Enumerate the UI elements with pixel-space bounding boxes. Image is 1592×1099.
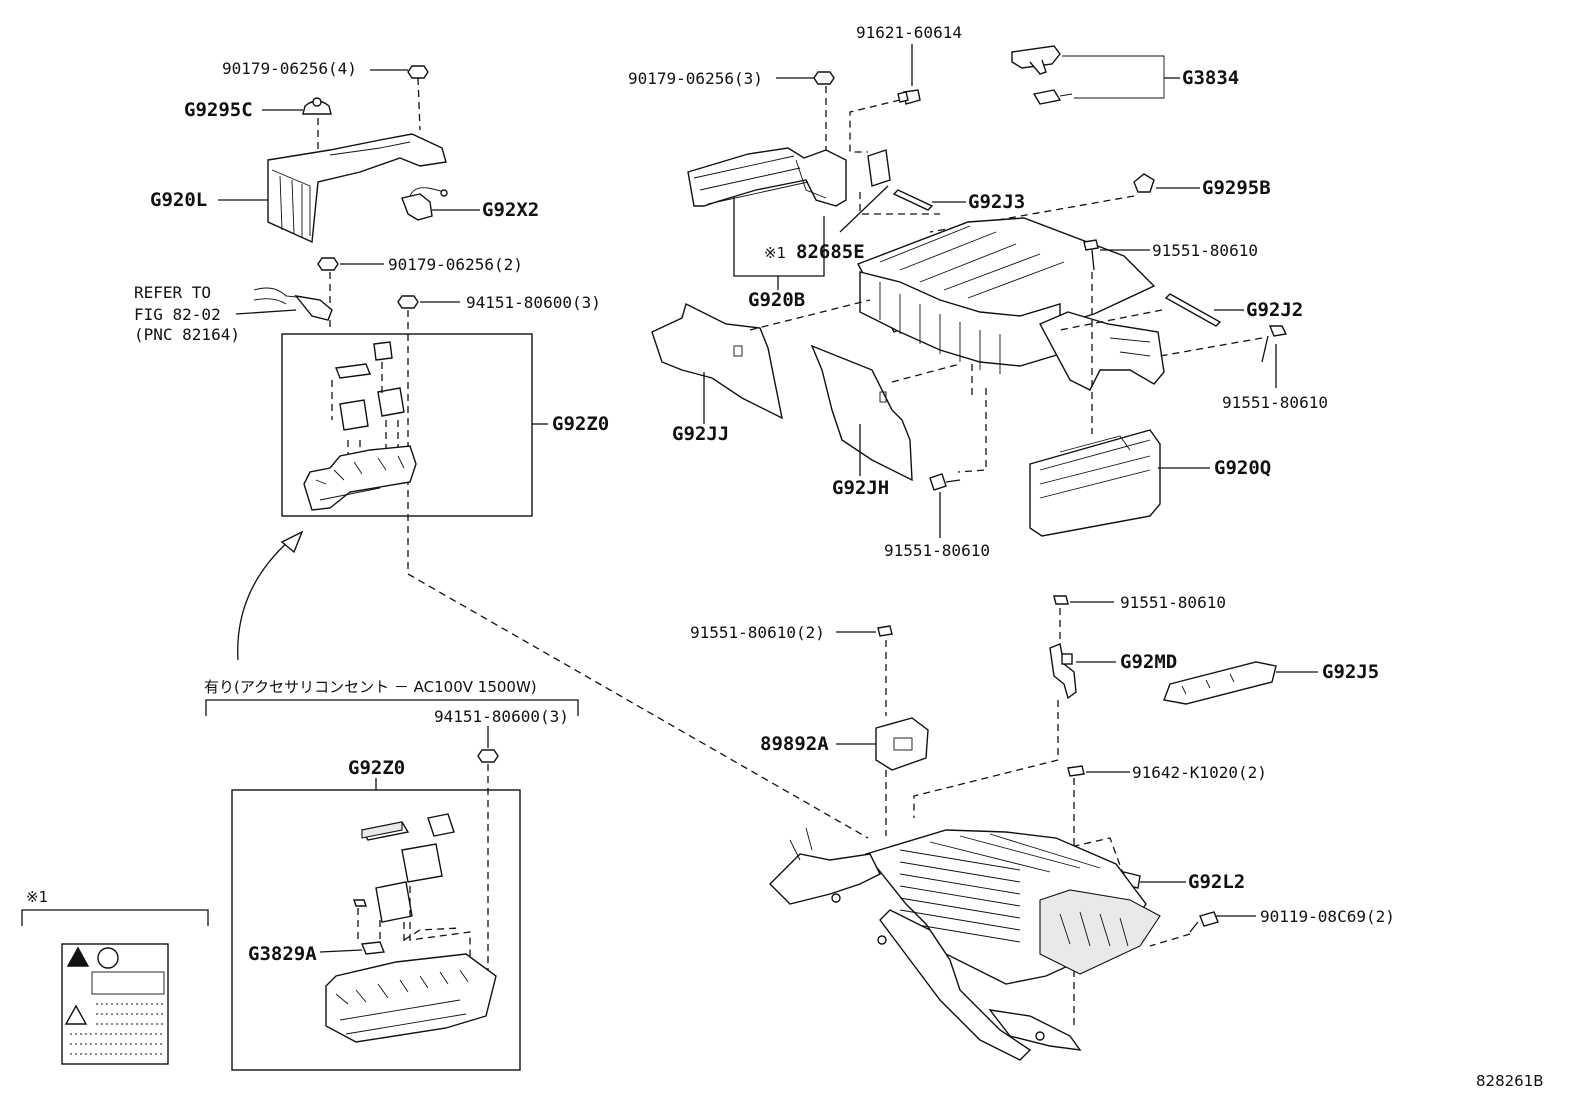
label-g92j5: G92J5 [1322, 661, 1379, 683]
label-91551-80610-a: 91551-80610 [1152, 241, 1258, 260]
label-g92md: G92MD [1120, 651, 1177, 673]
label-jp-note: 有り(アクセサリコンセント － AC100V 1500W) [204, 678, 537, 696]
label-refer-to: REFER TO [134, 283, 211, 302]
label-g92z0-top: G92Z0 [552, 413, 609, 435]
label-g92jj: G92JJ [672, 423, 729, 445]
label-90179-06256-2: 90179-06256(2) [388, 255, 523, 274]
label-g9295c: G9295C [184, 99, 253, 121]
label-94151-80600-top: 94151-80600(3) [466, 293, 601, 312]
label-fig-82-02: FIG 82-02 [134, 305, 221, 324]
label-90179-06256-3: 90179-06256(3) [628, 69, 763, 88]
label-pnc-82164: (PNC 82164) [134, 325, 240, 344]
label-g3829a: G3829A [248, 943, 317, 965]
lower-left-assembly [21, 699, 579, 1071]
label-91551-80610-b: 91551-80610 [1222, 393, 1328, 412]
label-89892a: 89892A [760, 733, 829, 755]
label-g92z0-bottom: G92Z0 [348, 757, 405, 779]
label-g92j3: G92J3 [968, 191, 1025, 213]
figure-code: 828261B [1476, 1072, 1544, 1090]
label-g920l: G920L [150, 189, 207, 211]
label-90119-08c69-2: 90119-08C69(2) [1260, 907, 1395, 926]
label-91642-k1020-2: 91642-K1020(2) [1132, 763, 1267, 782]
label-dot-grid [70, 1003, 164, 1055]
label-g920q: G920Q [1214, 457, 1271, 479]
label-g92l2: G92L2 [1188, 871, 1245, 893]
label-91551-80610-2: 91551-80610(2) [690, 623, 825, 642]
callout-labels: 90179-06256(4) G9295C G920L G92X2 90179-… [26, 23, 1544, 1090]
upper-right-assembly [651, 44, 1288, 538]
label-g920b: G920B [748, 289, 805, 311]
label-g92jh: G92JH [832, 477, 889, 499]
label-g92x2: G92X2 [482, 199, 539, 221]
label-91551-80610-d: 91551-80610 [1120, 593, 1226, 612]
label-note1-left: ※1 [26, 888, 48, 906]
label-g9295b: G9295B [1202, 177, 1271, 199]
label-g92j2: G92J2 [1246, 299, 1303, 321]
label-note1-mark: ※1 [764, 244, 786, 262]
label-91551-80610-c: 91551-80610 [884, 541, 990, 560]
label-90179-06256-4: 90179-06256(4) [222, 59, 357, 78]
g920l-cover-assembly [218, 65, 869, 839]
label-82685e: 82685E [796, 241, 865, 263]
battery-stack-assembly [769, 595, 1318, 1061]
label-94151-80600-bottom: 94151-80600(3) [434, 707, 569, 726]
label-91621-60614: 91621-60614 [856, 23, 962, 42]
label-g3834: G3834 [1182, 67, 1239, 89]
